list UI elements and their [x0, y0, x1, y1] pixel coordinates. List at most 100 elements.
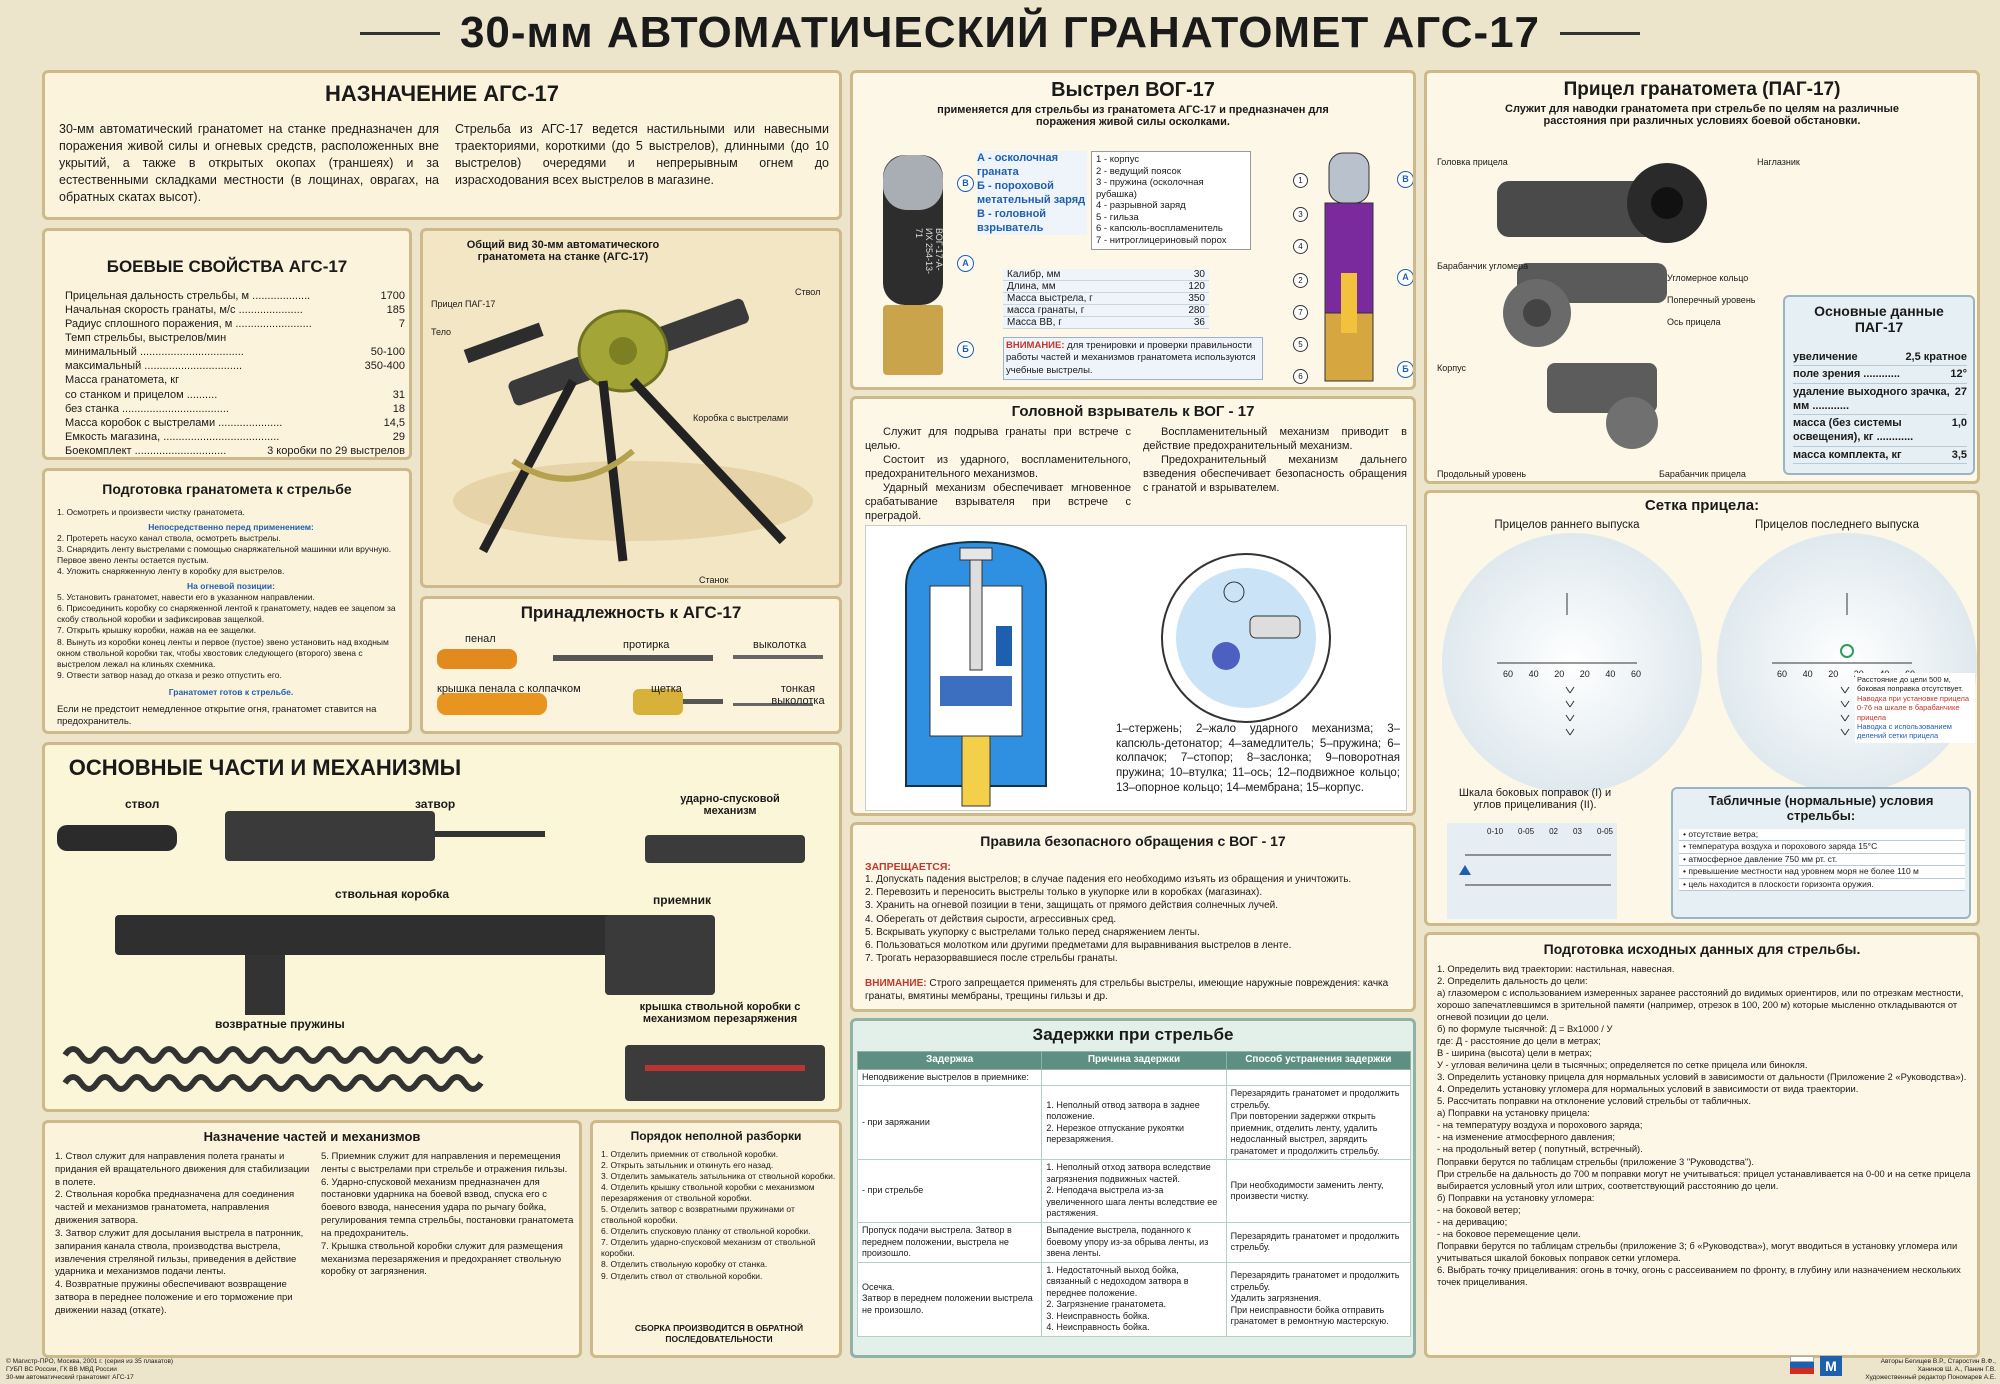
reticle-scale-number: 20 — [1828, 669, 1839, 679]
sight-data-row: удаление выходного зрачка, мм ..........… — [1793, 384, 1967, 416]
vog-spec-value: 36 — [1166, 316, 1209, 329]
accessories-heading: Принадлежность к АГС-17 — [520, 603, 742, 622]
initial-line: Поправки берутся по таблицам стрельбы (п… — [1437, 1239, 1958, 1263]
combat-row: без станка .............................… — [65, 402, 405, 416]
initial-line: 4. Определить установку угломера для нор… — [1437, 1083, 1859, 1095]
gv-label-barrel: Ствол — [795, 287, 821, 297]
sight-data-value: 1,0 — [1951, 417, 1967, 430]
combat-value: 185 — [386, 304, 405, 317]
vog-num-4: 4 — [1293, 239, 1308, 254]
vog-marker-b3: В — [1397, 171, 1413, 188]
reticle-early: Прицелов раннего выпуска — [1494, 519, 1640, 531]
delays-cell-b: 1. Неполный отход затвора вследствие заг… — [1041, 1159, 1227, 1223]
reticle-scale-label: 0-05 — [1596, 827, 1613, 836]
initial-line: - на деривацию; — [1437, 1215, 1508, 1227]
combat-row: Темп стрельбы, выстрелов/мин — [65, 331, 405, 345]
prep-item: 5. Установить гранатомет, навести его в … — [57, 592, 315, 603]
reticle-note-3: Наводка с использованием делений сетки п… — [1857, 721, 1952, 741]
gv-label-box: Коробка с выстрелами — [693, 413, 789, 423]
initial-line: 3. Определить установку прицела для норм… — [1437, 1071, 1967, 1083]
footer-left-2: ГУБП ВС России, ГК ВВ МВД России — [6, 1365, 117, 1373]
reticle-note-1: Расстояние до цели 500 м, боковая поправ… — [1857, 675, 1964, 694]
sight-data-label: увеличение — [1793, 351, 1858, 363]
prep-item: 7. Открыть крышку коробки, нажав на ее з… — [57, 625, 257, 636]
combat-row: Емкость магазина, ......................… — [65, 430, 405, 444]
fuze-p4: Воспламенительный механизм приводит в де… — [1143, 426, 1407, 453]
bullet-icon: • — [1683, 829, 1689, 839]
reticle-scale-number: 40 — [1605, 669, 1616, 679]
combat-row: Масса коробок с выстрелами .............… — [65, 416, 405, 430]
combat-value: 1700 — [380, 290, 405, 302]
combat-row: со станком и прицелом ..........31 — [65, 388, 405, 402]
reticle-scale-number: 40 — [1528, 669, 1539, 679]
safety-item: 3. Хранить на огневой позиции в тени, за… — [865, 900, 1279, 912]
sight-label-cross-level: Поперечный уровень — [1667, 295, 1756, 305]
purpose-parts-col2: 5. Приемник служит для направления и пер… — [321, 1151, 576, 1279]
combat-label: Начальная скорость гранаты, м/с ........… — [65, 304, 303, 317]
combat-label: Радиус сплошного поражения, м ..........… — [65, 318, 312, 331]
purpose-col1: 30-мм автоматический гранатомет на станк… — [59, 122, 439, 204]
reticle-scale-number: 40 — [1802, 669, 1813, 679]
delays-cell-a: - при стрельбе — [856, 1159, 1043, 1223]
acc-label-thin-drift: тонкая выколотка — [771, 683, 825, 707]
delays-cell-c: Перезарядить гранатомет и продолжить стр… — [1225, 1085, 1412, 1161]
disassembly-item: 2. Открыть затыльник и откинуть его наза… — [601, 1160, 774, 1171]
vog-spec-label: Масса выстрела, г — [1003, 292, 1167, 305]
grenade-launcher-illustration — [453, 298, 813, 562]
combat-row: Прицельная дальность стрельбы, м .......… — [65, 289, 405, 303]
initial-line: где: Д - расстояние до цели в метрах; — [1437, 1035, 1601, 1047]
delays-cell-c: Перезарядить гранатомет и продолжить стр… — [1225, 1261, 1412, 1337]
safety-heading: Правила безопасного обращения с ВОГ - 17 — [980, 833, 1286, 849]
prep-sub1: Непосредственно перед применением: — [148, 522, 314, 533]
combat-row: Масса гранатомета, кг — [65, 373, 405, 387]
sight-data-row: масса (без системы освещения), кг ......… — [1793, 415, 1967, 447]
combat-label: минимальный ............................… — [65, 346, 244, 359]
combat-list: Прицельная дальность стрельбы, м .......… — [65, 289, 405, 457]
vog-warning-label: ВНИМАНИЕ: — [1006, 340, 1065, 351]
delays-cell-a: Пропуск подачи выстрела. Затвор в передн… — [856, 1221, 1043, 1263]
sight-data-value: 2,5 кратное — [1905, 351, 1967, 363]
initial-line: - на температуру воздуха и порохового за… — [1437, 1119, 1643, 1131]
acc-label-rod: протирка — [623, 639, 670, 651]
sight-label-deflection-ring: Угломерное кольцо — [1667, 273, 1749, 283]
footer-left: © Магистр-ПРО, Москва, 2001 г. (серия из… — [6, 1358, 406, 1381]
general-view-caption: Общий вид 30-мм автоматического гранатом… — [466, 239, 660, 263]
bullet-icon: • — [1683, 878, 1689, 889]
combat-value: 31 — [392, 388, 405, 401]
sight-data-value: 27 — [1954, 385, 1967, 398]
reticle-scale-number: 60 — [1503, 669, 1514, 679]
vog-warning: ВНИМАНИЕ: для тренировки и проверки прав… — [1003, 337, 1263, 381]
purpose-part-item: 5. Приемник служит для направления и пер… — [321, 1151, 568, 1175]
initial-panel: Подготовка исходных данных для стрельбы.… — [1424, 932, 1980, 1358]
delays-cell-a: Осечка. Затвор в переднем положении выст… — [856, 1261, 1043, 1337]
sight-data-list: увеличение 2,5 кратное поле зрения .......… — [1793, 349, 1967, 465]
combat-heading: БОЕВЫЕ СВОЙСТВА АГС-17 — [106, 257, 348, 276]
initial-line: б) Поправки на установку угломера: — [1437, 1191, 1595, 1203]
delays-first-row: Неподвижение выстрелов в приемнике: — [856, 1068, 1412, 1087]
fuze-panel: Головной взрыватель к ВОГ - 17 Служит дл… — [850, 396, 1416, 816]
vog-part-item: 2 - ведущий поясок — [1096, 165, 1181, 177]
purpose-part-item: 4. Возвратные пружины обеспечивают возвр… — [55, 1279, 293, 1316]
normal-conditions-box: Табличные (нормальные) условия стрельбы:… — [1671, 787, 1971, 919]
reticle-panel: Сетка прицела: Прицелов раннего выпуска … — [1424, 490, 1980, 926]
sight-label-elev-drum: Барабанчик прицела — [1659, 469, 1746, 479]
sight-data-label: поле зрения ............ — [1793, 368, 1900, 381]
vog-spec-label: Калибр, мм — [1003, 269, 1167, 281]
sight-data-value: 3,5 — [1951, 448, 1967, 461]
sight-data-label: удаление выходного зрачка, мм ..........… — [1793, 385, 1950, 412]
disassembly-item: 6. Отделить спусковую планку от ствольно… — [601, 1226, 811, 1237]
vog-legend: А - осколочная граната Б - пороховой мет… — [977, 151, 1087, 236]
combat-row: Начальная скорость гранаты, м/с ........… — [65, 303, 405, 317]
delays-cell-a: - при заряжании — [856, 1085, 1043, 1161]
purpose-parts-col1: 1. Ствол служит для направления полета г… — [55, 1151, 310, 1318]
prep-panel: Подготовка гранатомета к стрельбе 1. Осм… — [42, 468, 412, 734]
prep-item: 6. Присоединить коробку со снаряженной л… — [57, 603, 396, 625]
footer-right-2: Ханинов Ш. А., Панин Г.В. — [1917, 1365, 1996, 1373]
delays-cell-c: При необходимости заменить ленту, произв… — [1225, 1159, 1412, 1223]
parts-panel: ОСНОВНЫЕ ЧАСТИ И МЕХАНИЗМЫ ствол затвор … — [42, 742, 842, 1112]
safety-item: 2. Перевозить и переносить выстрелы толь… — [865, 887, 1263, 899]
